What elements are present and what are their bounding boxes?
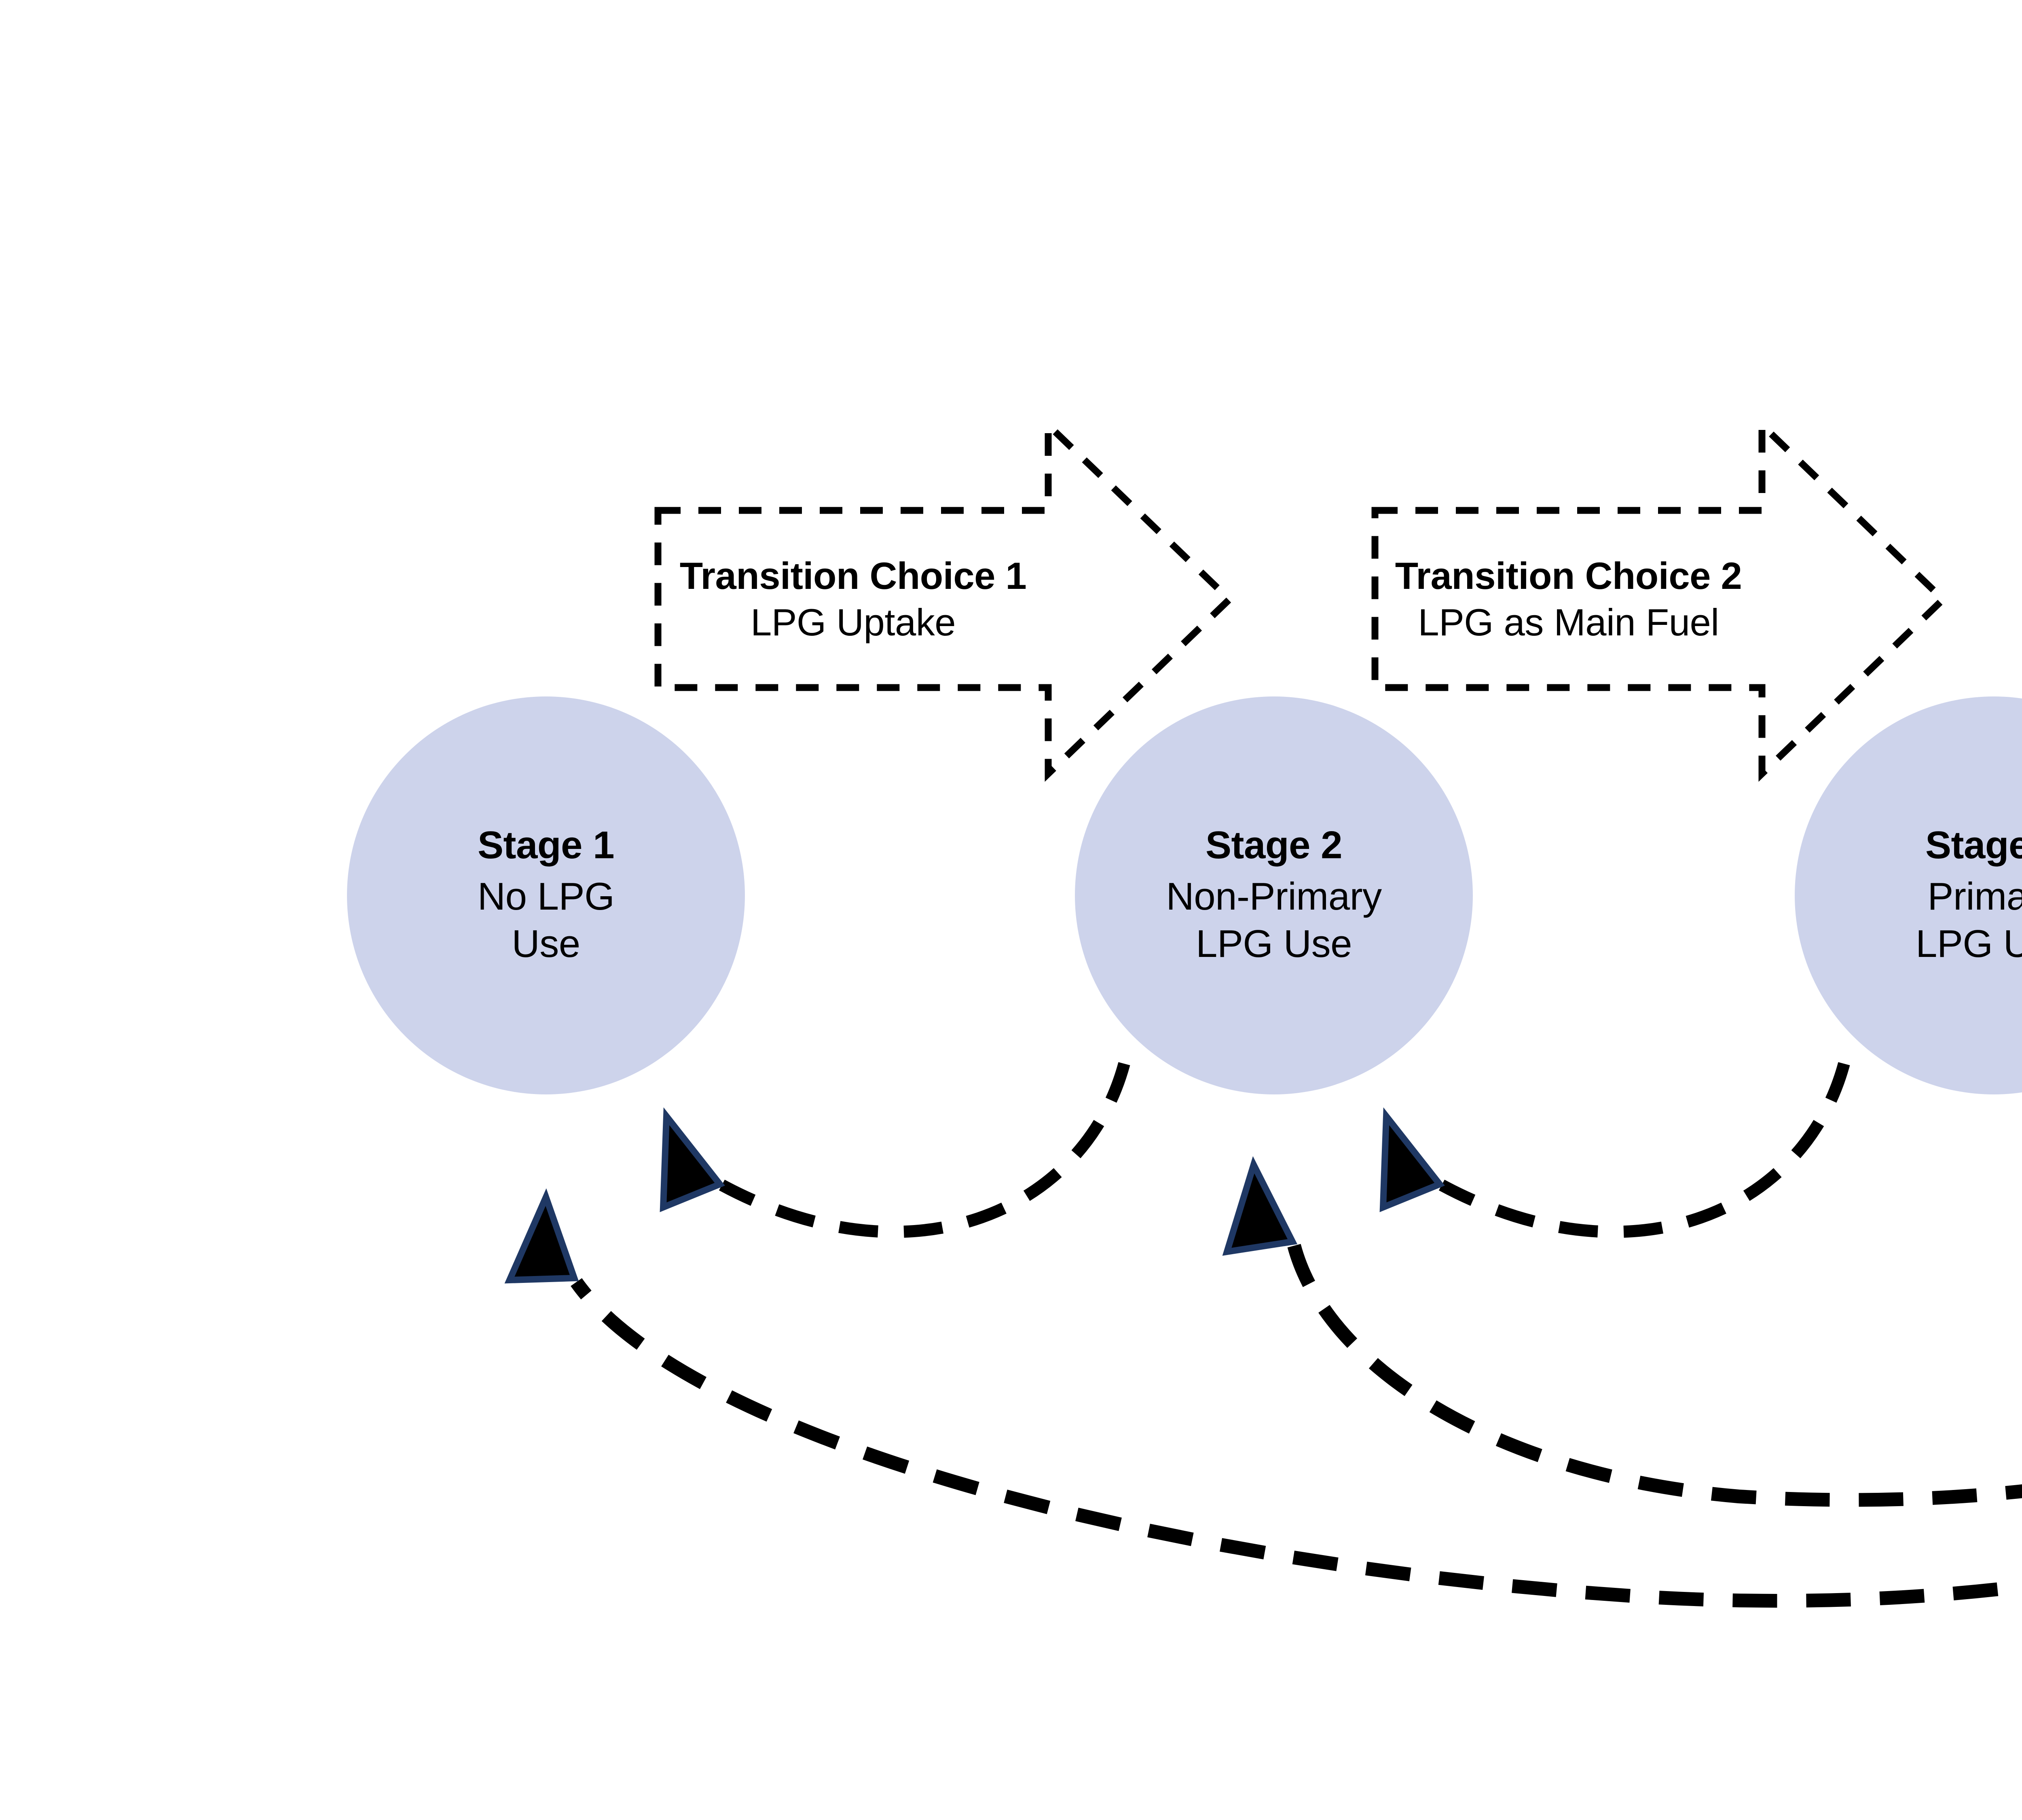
regression-curve-4-to-1-path [571,1278,2022,1608]
regression-curve-4-to-2-arrowhead [1222,1156,1298,1256]
regression-curve-2-to-1-arrowhead [660,1107,725,1213]
stage-node-1[interactable]: Stage 1 No LPG Use [347,696,745,1094]
stage-1-description: No LPG Use [477,873,615,967]
stage-1-title: Stage 1 [478,823,614,867]
transition-arrow-1[interactable] [654,417,1235,782]
stage-3-description: Primary LPG Use [1916,873,2022,967]
regression-curve-2-to-1-path [719,1062,1130,1238]
regression-curve-3-to-2[interactable] [1379,1062,1850,1238]
stage-3-desc-line1: Primary [1927,874,2022,918]
stage-2-desc-line1: Non-Primary [1166,874,1382,918]
regression-curve-4-to-2[interactable] [1222,1084,2022,1507]
stage-2-description: Non-Primary LPG Use [1166,873,1382,967]
stage-2-desc-line2: LPG Use [1196,922,1352,965]
regression-curve-4-to-1[interactable] [504,1116,2022,1608]
stage-1-desc-line1: No LPG [477,874,615,918]
transition-arrow-1-outline [654,417,1235,782]
regression-curve-3-to-2-path [1438,1062,1850,1238]
regression-curve-3-to-2-arrowhead [1379,1107,1445,1213]
regression-curve-4-to-1-arrowhead [504,1188,579,1284]
stage-2-title: Stage 2 [1206,823,1342,867]
transition-arrow-2-outline [1371,417,1948,782]
stage-1-desc-line2: Use [512,922,580,965]
stage-3-desc-line2: LPG Use [1916,922,2022,965]
stage-3-title: Stage 3 [1925,823,2022,867]
regression-curve-4-to-2-path [1287,1244,2022,1507]
stage-node-2[interactable]: Stage 2 Non-Primary LPG Use [1075,696,1473,1094]
regression-curve-2-to-1[interactable] [660,1062,1130,1238]
transition-arrow-2[interactable] [1371,417,1948,782]
